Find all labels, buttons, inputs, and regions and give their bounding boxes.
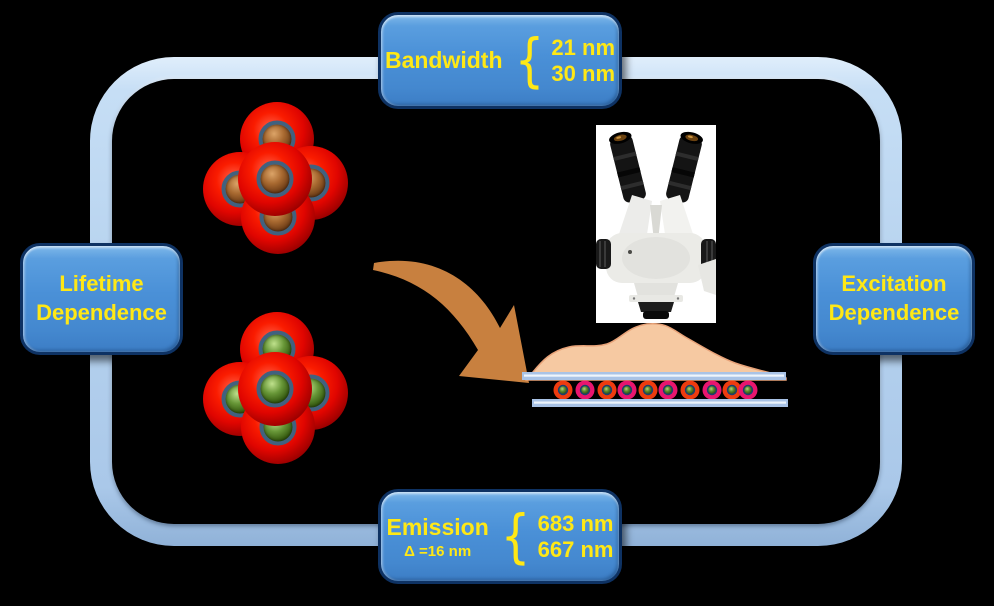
objective-lens bbox=[638, 302, 674, 312]
tissue-sample-slide bbox=[522, 322, 788, 407]
flange-screw bbox=[676, 297, 680, 300]
tissue-mound bbox=[525, 322, 787, 381]
bandwidth-label: Bandwidth bbox=[384, 47, 503, 73]
emission-delta-label: Δ =16 nm bbox=[404, 542, 472, 560]
emission-value-1: 683 nm bbox=[537, 510, 614, 536]
green-core bbox=[256, 370, 294, 408]
node-emission: Emission Δ =16 nm { 683 nm 667 nm bbox=[378, 489, 622, 584]
lifetime-line2: Dependence bbox=[36, 300, 167, 325]
focus-knob-left bbox=[596, 239, 611, 269]
housing-seam bbox=[650, 205, 662, 241]
node-excitation-dependence: Excitation Dependence bbox=[813, 243, 975, 355]
flange bbox=[629, 295, 683, 302]
knob-ridge bbox=[599, 241, 601, 267]
curved-arrow-icon bbox=[373, 260, 529, 383]
brace-glyph: { bbox=[514, 26, 544, 95]
nanocluster-brown bbox=[203, 102, 351, 257]
brown-core bbox=[256, 160, 294, 198]
coverslip-highlight bbox=[524, 374, 784, 377]
objective-tip bbox=[643, 311, 669, 319]
lifetime-line1: Lifetime bbox=[59, 271, 144, 297]
curved-arrow-shape bbox=[373, 260, 529, 383]
lifetime-label: Lifetime Dependence bbox=[36, 270, 167, 327]
emission-values: 683 nm 667 nm bbox=[538, 511, 614, 563]
knob-ridge bbox=[711, 241, 713, 267]
eyepiece-left-icon bbox=[609, 131, 646, 203]
nanoparticle-sphere bbox=[238, 352, 312, 426]
bandwidth-value-1: 21 nm bbox=[551, 34, 616, 60]
nanoparticle-sphere bbox=[238, 142, 312, 216]
knob-ridge bbox=[706, 241, 708, 267]
microscope-photo bbox=[596, 125, 716, 323]
nanocluster-green bbox=[203, 312, 351, 467]
stand-arm bbox=[698, 259, 716, 295]
excitation-line2: Dependence bbox=[828, 300, 960, 325]
body-screw bbox=[628, 250, 632, 254]
housing-right bbox=[660, 195, 694, 241]
knob-ridge bbox=[604, 241, 606, 267]
bandwidth-value-2: 30 nm bbox=[551, 60, 616, 86]
slide-highlight bbox=[534, 401, 786, 404]
excitation-label: Excitation Dependence bbox=[829, 270, 960, 327]
lower-neck bbox=[634, 283, 678, 297]
bandwidth-values: 21 nm 30 nm bbox=[551, 35, 615, 87]
housing-left bbox=[618, 195, 652, 241]
node-bandwidth: Bandwidth { 21 nm 30 nm bbox=[378, 12, 622, 109]
nanoparticle-row bbox=[553, 380, 758, 400]
flange-screw bbox=[632, 297, 636, 300]
emission-label-group: Emission Δ =16 nm bbox=[387, 514, 489, 560]
eyepiece-right-icon bbox=[666, 131, 703, 203]
excitation-line1: Excitation bbox=[841, 271, 947, 297]
brace-glyph: { bbox=[500, 502, 530, 571]
node-lifetime-dependence: Lifetime Dependence bbox=[20, 243, 183, 355]
emission-label: Emission bbox=[386, 513, 489, 540]
emission-value-2: 667 nm bbox=[537, 536, 614, 562]
body-shading bbox=[622, 237, 690, 279]
